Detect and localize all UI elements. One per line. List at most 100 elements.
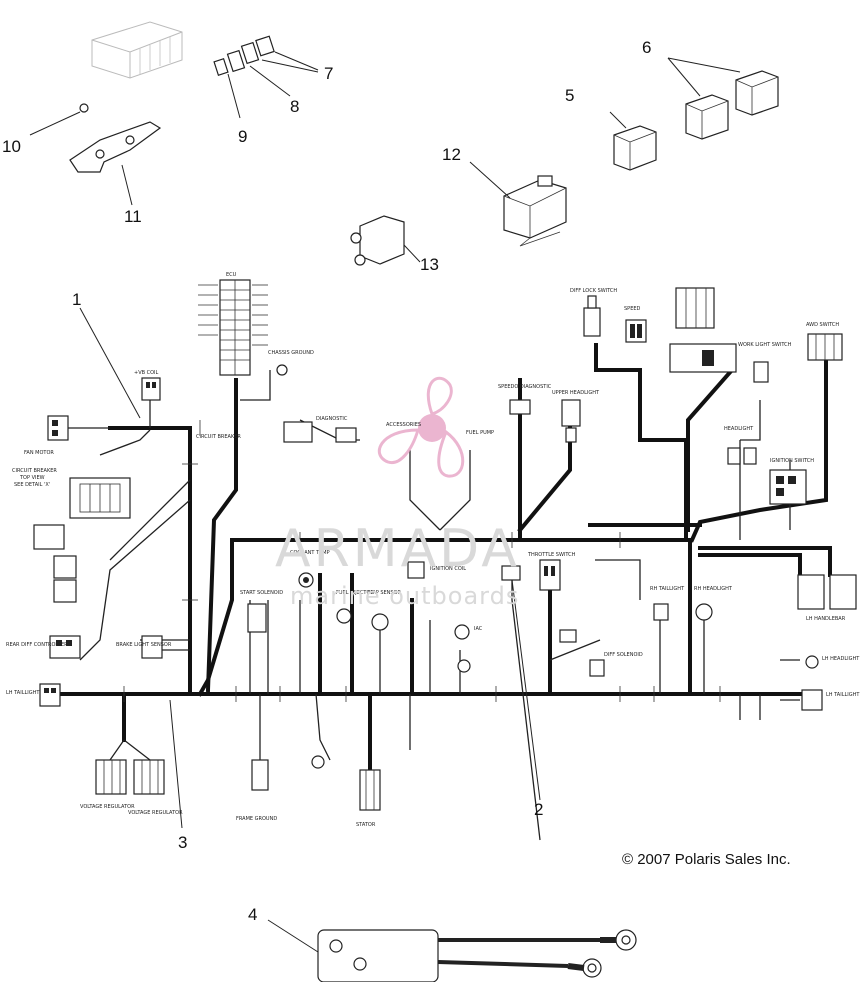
label-chassis-ground: CHASSIS GROUND: [268, 350, 314, 356]
label-lh-taillight: LH TAILLIGHT: [6, 690, 40, 696]
callout-6: 6: [642, 38, 651, 57]
copyright-text: © 2007 Polaris Sales Inc.: [622, 851, 791, 868]
awd-connector-block: [669, 287, 737, 373]
label-accessories: ACCESSORIES: [386, 422, 421, 428]
relay-part-5: [609, 111, 657, 171]
callout-9: 9: [238, 127, 247, 146]
circuit-breaker-detail: [69, 477, 131, 519]
label-iac: IAC: [474, 626, 483, 632]
start-solenoid-connector: [247, 603, 267, 633]
label-voltage-regulator-1: VOLTAGE REGULATOR: [80, 804, 135, 810]
label-brake-light-sensor: BRAKE LIGHT SENSOR: [116, 642, 172, 648]
callout-8: 8: [290, 97, 299, 116]
watermark-tagline: marine outboards: [290, 582, 519, 610]
label-speed: SPEED: [624, 306, 641, 312]
label-voltage-regulator-2: VOLTAGE REGULATOR: [128, 810, 183, 816]
label-headlight: HEADLIGHT: [724, 426, 754, 432]
label-fuel-injector: FUEL INJECTOR: [336, 590, 374, 596]
callout-11: 11: [124, 207, 142, 226]
lh-headlight-connector: [801, 655, 823, 711]
ignition-switch-connector: [769, 469, 807, 505]
awd-switch-connector: [807, 333, 843, 361]
callout-1: 1: [72, 290, 81, 309]
label-work-light-switch: WORK LIGHT SWITCH: [738, 342, 792, 348]
handlebar-connectors: [797, 574, 857, 610]
coil-connector: [141, 377, 161, 401]
headlight-connectors: [727, 447, 757, 465]
screw-part-10: [29, 103, 89, 136]
fuse-parts-7-8-9: [213, 35, 319, 119]
label-coil: +VB COIL: [134, 370, 159, 376]
throttle-switch-connector: [501, 559, 561, 591]
watermark-logo: [377, 376, 465, 478]
label-diff-solenoid: DIFF SOLENOID: [604, 652, 643, 658]
connector-part-13: [350, 215, 421, 266]
fuel-injector-connector: [336, 608, 352, 624]
relay-part-12: [469, 161, 567, 247]
label-fuel-pump: FUEL PUMP: [466, 430, 494, 436]
ecu-connector: [198, 279, 268, 376]
rear-diff-controller-connector: [49, 635, 81, 659]
harness-ticks: [123, 420, 721, 702]
label-awd-switch: AWD SWITCH: [806, 322, 839, 328]
upper-headlight-connector: [561, 399, 581, 443]
voltage-regulator-connectors: [95, 739, 165, 795]
work-light-switch: [753, 361, 769, 383]
callout-10: 10: [2, 137, 21, 156]
callout-3: 3: [178, 833, 187, 852]
ground-strap-part-4: [267, 919, 637, 982]
label-lh-handlebar: LH HANDLEBAR: [806, 616, 846, 622]
callout-12: 12: [442, 145, 461, 164]
label-rh-headlight: RH HEADLIGHT: [694, 586, 733, 592]
chassis-ground: [276, 364, 288, 376]
label-upper-headlight: UPPER HEADLIGHT: [552, 390, 600, 396]
callout-1-leader: [79, 307, 141, 419]
label-ecu: ECU: [226, 272, 237, 278]
label-tail-light-rh: RH TAILLIGHT: [650, 586, 685, 592]
relay-part-6a: [685, 94, 729, 140]
speed-connector: [625, 319, 647, 343]
callout-7: 7: [324, 64, 333, 83]
callout-3-leader: [169, 699, 183, 829]
relay-part-6b: [667, 57, 779, 116]
label-fan-motor: FAN MOTOR: [24, 450, 54, 456]
iac-connector: [454, 624, 471, 673]
map-sensor-connector: [371, 613, 389, 631]
label-coolant-temp: COOLANT TEMP: [290, 550, 330, 556]
label-start-solenoid: START SOLENOID: [240, 590, 283, 596]
fan-motor-connector: [47, 415, 69, 441]
main-harness: [58, 343, 832, 772]
label-circuit-breaker-2: CIRCUIT BREAKER: [196, 434, 241, 440]
label-circuit-breaker: CIRCUIT BREAKER: [12, 468, 57, 474]
callout-4: 4: [248, 905, 257, 924]
label-lh-headlight: LH HEADLIGHT: [822, 656, 860, 662]
diff-lock-switch: [583, 295, 601, 337]
callout-labels: 1 2 3 4 5 6 7 8 9 10 11 12 13: [2, 38, 651, 924]
ignition-coil-connector: [407, 561, 425, 579]
label-speedo-diagnostic: SPEEDO DIAGNOSTIC: [498, 384, 552, 390]
relay-connectors-left: [33, 524, 77, 603]
label-frame-ground: FRAME GROUND: [236, 816, 277, 822]
label-stator: STATOR: [356, 822, 376, 828]
callout-13: 13: [420, 255, 439, 274]
label-lh-tail-right: LH TAILLIGHT: [826, 692, 860, 698]
diff-solenoid-connector: [559, 629, 605, 677]
callout-2: 2: [534, 800, 543, 819]
label-throttle-switch: THROTTLE SWITCH: [527, 552, 576, 558]
callout-5: 5: [565, 86, 574, 105]
coolant-temp-sensor: [298, 572, 314, 588]
bracket-part-11: [69, 121, 162, 206]
label-map-sensor: MAP SENSOR: [368, 590, 402, 596]
watermark-brand: ARMADA: [275, 519, 520, 579]
frame-ground-connector: [251, 759, 269, 791]
fuse-block-part: [91, 21, 183, 79]
component-labels: ECU +VB COIL FAN MOTOR CIRCUIT BREAKER T…: [6, 272, 860, 828]
speedo-diagnostic-connector: [509, 399, 531, 415]
oil-drain-connector: [311, 755, 325, 769]
diagnostic-connector: [283, 421, 357, 443]
watermark-text: ARMADA marine outboards: [275, 519, 520, 610]
label-see-detail: SEE DETAIL 'X': [14, 482, 50, 488]
lh-light-connector: [39, 683, 61, 707]
label-rear-diff-controller: REAR DIFF CONTROLLER: [6, 642, 68, 648]
